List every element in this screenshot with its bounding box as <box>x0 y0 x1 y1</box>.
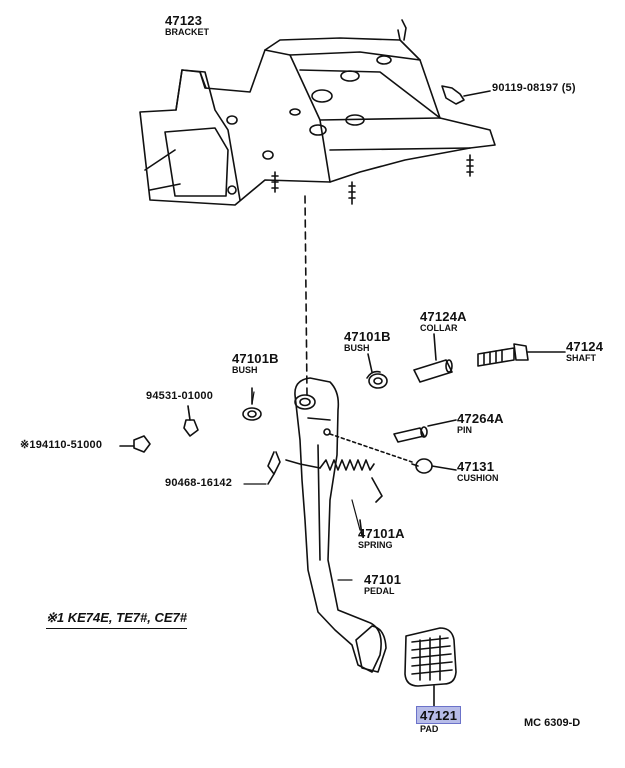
label-bracket: 47123 BRACKET <box>165 14 209 37</box>
label-cushion: 47131 CUSHION <box>457 460 499 483</box>
part-number-pedal: 47101 <box>364 572 402 587</box>
part-number-shaft: 47124 <box>566 339 604 354</box>
label-bolt: 90119-08197 (5) <box>492 83 576 94</box>
part-number-nut-x: ※194110-51000 <box>20 439 103 451</box>
part-name-bush-left: BUSH <box>232 365 258 375</box>
diagram-code: MC 6309-D <box>524 717 581 729</box>
part-name-pin: PIN <box>457 425 473 435</box>
leader-lines <box>187 391 361 581</box>
part-name-bush-right: BUSH <box>344 343 370 353</box>
nut-small-part <box>183 405 199 437</box>
bolt-part <box>441 85 491 105</box>
part-name-shaft: SHAFT <box>566 353 596 363</box>
part-number-cushion: 47131 <box>457 459 495 474</box>
label-spring: 47101A SPRING <box>358 527 405 550</box>
pin-part <box>393 419 457 443</box>
part-name-spring: SPRING <box>358 540 393 550</box>
label-pin: 47264A PIN <box>457 412 504 435</box>
part-name-pad: PAD <box>420 724 439 734</box>
part-name-cushion: CUSHION <box>457 473 499 483</box>
label-bush-right: 47101B BUSH <box>344 330 391 353</box>
part-number-bracket: 47123 <box>165 13 203 28</box>
label-nut-x: ※194110-51000 <box>20 440 102 451</box>
part-name-pedal: PEDAL <box>364 586 395 596</box>
shaft-part <box>477 343 566 367</box>
label-pad[interactable]: 47121 PAD <box>416 706 462 734</box>
part-number-nut-small: 94531-01000 <box>146 390 214 402</box>
cushion-part <box>329 433 457 474</box>
label-pedal: 47101 PEDAL <box>364 573 401 596</box>
footnote-text: ※1 KE74E, TE7#, CE7# <box>46 610 187 625</box>
part-number-bush-left: 47101B <box>232 351 279 366</box>
nut-x-part <box>119 435 151 453</box>
label-collar: 47124A COLLAR <box>420 310 467 333</box>
label-nut-small: 94531-01000 <box>146 391 213 402</box>
part-name-collar: COLLAR <box>420 323 458 333</box>
part-number-bush-right: 47101B <box>344 329 391 344</box>
part-number-collar: 47124A <box>420 309 467 324</box>
spring-part <box>285 459 383 537</box>
part-number-spring: 47101A <box>358 526 405 541</box>
part-number-bolt: 90119-08197 (5) <box>492 82 576 94</box>
pad-part <box>404 627 457 707</box>
part-number-pin: 47264A <box>457 411 504 426</box>
part-name-bracket: BRACKET <box>165 27 209 37</box>
part-number-clip: 90468-16142 <box>165 477 233 489</box>
clip-part <box>267 451 281 485</box>
part-number-pad-highlighted[interactable]: 47121 <box>416 706 462 724</box>
label-bush-left: 47101B BUSH <box>232 352 279 375</box>
assembly-centerline <box>304 195 308 396</box>
bracket-part <box>139 19 496 206</box>
collar-part <box>413 333 453 383</box>
pedal-part <box>294 377 387 673</box>
bush-right-part <box>366 353 388 389</box>
footnote: ※1 KE74E, TE7#, CE7# <box>46 610 187 629</box>
label-shaft: 47124 SHAFT <box>566 340 603 363</box>
label-clip: 90468-16142 <box>165 478 232 489</box>
